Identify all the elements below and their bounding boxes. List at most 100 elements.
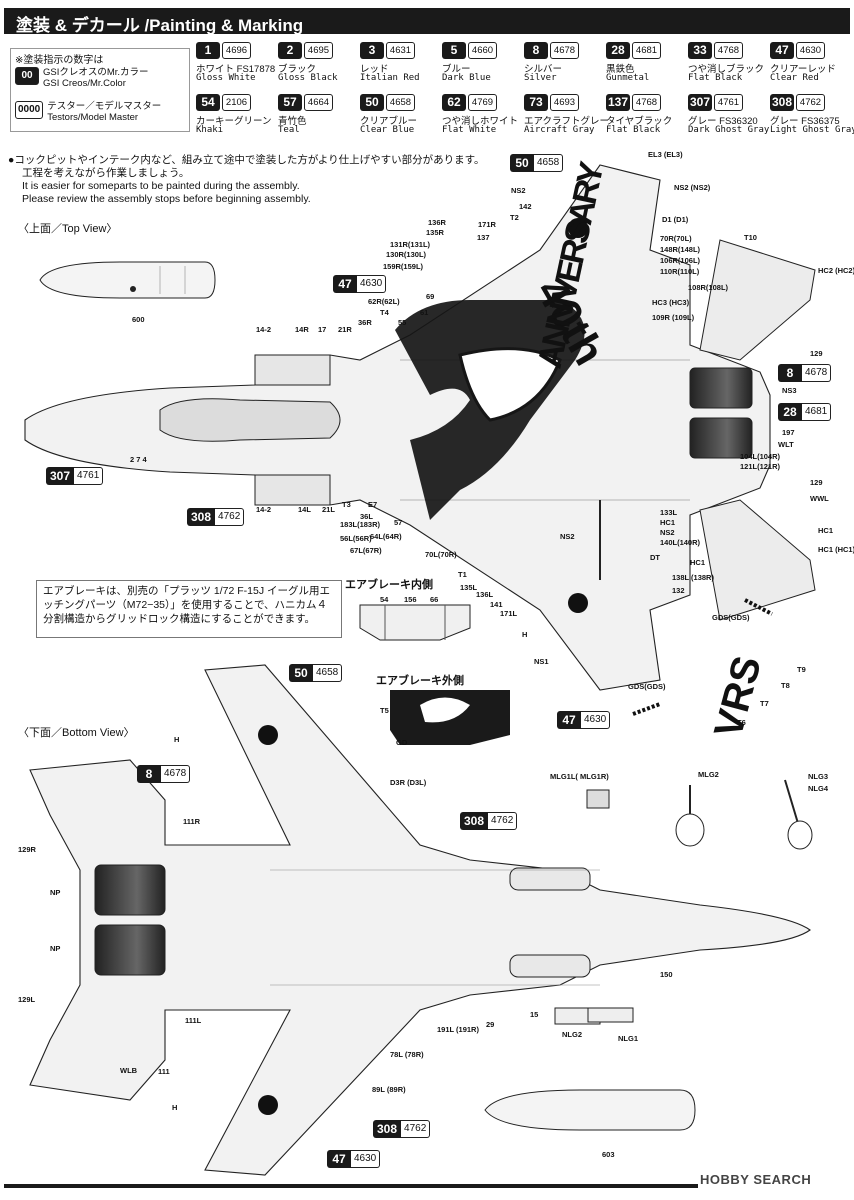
top-view-aircraft	[24, 164, 816, 691]
top-part-label: D1 (D1)	[662, 215, 689, 224]
bottom-part-label: 111	[158, 1067, 170, 1076]
landing-gear-diagrams	[554, 779, 813, 1025]
bottom-part-label: H	[172, 1103, 178, 1112]
legend-creos-en: GSI Creos/Mr.Color	[43, 78, 126, 89]
roundel-top-upper	[568, 218, 588, 238]
bottom-part-label: 111R	[183, 817, 201, 826]
color-chip-code: 4768	[714, 42, 743, 59]
top-part-label: 131R(131L)	[390, 240, 431, 249]
color-chip-number: 50	[360, 94, 384, 111]
top-part-label: EL3 (EL3)	[648, 150, 683, 159]
color-chip-en: Clear Blue	[360, 125, 415, 135]
top-part-label: 14-2	[256, 505, 272, 514]
color-chip-jp: クリアブルー	[360, 116, 418, 127]
bottom-part-label: NLG4	[808, 784, 829, 793]
color-chip-jp: つや消しホワイト	[442, 116, 519, 127]
top-part-label: 14R	[295, 325, 309, 334]
top-view-title: 〈上面／Top View〉	[18, 223, 118, 235]
bottom-part-label: 129L	[18, 995, 36, 1004]
bottom-part-label: 15	[530, 1010, 539, 1019]
color-chip-jp: タイヤブラック	[606, 116, 673, 127]
top-part-label: 70L(70R)	[425, 550, 457, 559]
bottom-part-label: 29	[486, 1020, 495, 1029]
bottom-part-label: 129R	[18, 845, 36, 854]
top-part-label: NS2 (NS2)	[674, 183, 711, 192]
legend-mm-en: Testors/Model Master	[47, 112, 139, 123]
bottom-part-label: WLB	[120, 1066, 138, 1075]
top-part-label: NS2	[511, 186, 526, 195]
legend-note: ※塗装指示の数字は	[15, 55, 104, 66]
top-part-label: 129	[810, 478, 823, 487]
color-chip-code: 4769	[468, 94, 497, 111]
airbrake-note: エアブレーキは、別売の「プラッツ 1/72 F-15J イーグル用エッチングパー…	[36, 580, 342, 638]
bottom-part-label: MLG2	[698, 770, 719, 779]
top-part-label: 36L	[360, 512, 373, 521]
top-part-label: 17	[318, 325, 327, 334]
color-chip-jp: グレー FS36320	[688, 116, 758, 127]
section-header: 塗装 & デカール /Painting & Marking	[4, 8, 850, 35]
bottom-nozzle-lower	[94, 924, 166, 976]
color-chip-jp: クリアーレッド	[770, 64, 836, 75]
legend-creos-jp: GSIクレオスのMr.カラー	[43, 67, 149, 78]
top-part-label: 69	[426, 292, 435, 301]
airbrake-outer-label-2: GD	[396, 738, 408, 747]
color-chip-jp: ホワイト FS17878	[196, 64, 276, 75]
bottom-part-label: NP	[50, 888, 61, 897]
bottom-view-title: 〈下面／Bottom View〉	[18, 727, 135, 739]
legend-creos: 00 GSIクレオスのMr.カラー GSI Creos/Mr.Color	[15, 67, 149, 89]
top-part-label: WLT	[778, 440, 794, 449]
top-part-label: 148R(148L)	[660, 245, 701, 254]
legend-model-master: 0000 テスター／モデルマスター Testors/Model Master	[15, 101, 161, 123]
color-chip-code: 4761	[714, 94, 743, 111]
top-part-label: DT	[650, 553, 660, 562]
color-chip-en: Gunmetal	[606, 73, 650, 83]
bottom-part-label: 603	[602, 1150, 615, 1159]
top-part-label: T3	[342, 500, 351, 509]
section-title: 塗装 & デカール /Painting & Marking	[16, 16, 304, 35]
color-chip-en: Clear Red	[770, 73, 819, 83]
top-part-label: 183L(183R)	[340, 520, 381, 529]
top-part-label: 21R	[338, 325, 352, 334]
note-jp-1: ●コックピットやインテーク内など、組み立て途中で塗装した方がより仕上げやすい部分…	[8, 154, 485, 166]
color-chip-en: Teal	[278, 125, 300, 135]
top-drop-tank	[39, 261, 216, 299]
color-chip-en: Gloss White	[196, 73, 256, 83]
top-part-label: 135R	[426, 228, 444, 237]
bottom-part-label: NLG1	[618, 1034, 639, 1043]
top-part-label: 36R	[358, 318, 372, 327]
top-part-label: 138L (138R)	[672, 573, 714, 582]
top-part-label: HC3 (HC3)	[652, 298, 690, 307]
airbrake-outer-title: エアブレーキ外側	[376, 675, 464, 687]
color-chip-number: 308	[770, 94, 794, 111]
top-part-label: 61	[420, 308, 429, 317]
airbrake-inner-label-1: 54	[380, 595, 389, 604]
top-part-label: T4	[380, 308, 389, 317]
color-chip-jp: ブルー	[442, 64, 471, 75]
top-part-label: 140L(140R)	[660, 538, 701, 547]
top-part-label: 56L(56R)	[340, 534, 372, 543]
color-chip-en: Gloss Black	[278, 73, 338, 83]
note-en-2: Please review the assembly stops before …	[22, 193, 311, 205]
bottom-view-aircraft	[29, 664, 811, 1176]
top-part-label: NS3	[782, 386, 797, 395]
color-chip-number: 62	[442, 94, 466, 111]
watermark: HOBBY SEARCH	[700, 1172, 812, 1187]
bottom-drop-tank	[484, 1089, 696, 1131]
top-part-label: T7	[760, 699, 769, 708]
bottom-part-label: NP	[50, 944, 61, 953]
roundel-top-lower	[568, 593, 588, 613]
color-chip-code: 4658	[386, 94, 415, 111]
bottom-part-label: MLG1L( MLG1R)	[550, 772, 609, 781]
airbrake-outer-diagram	[390, 690, 510, 745]
